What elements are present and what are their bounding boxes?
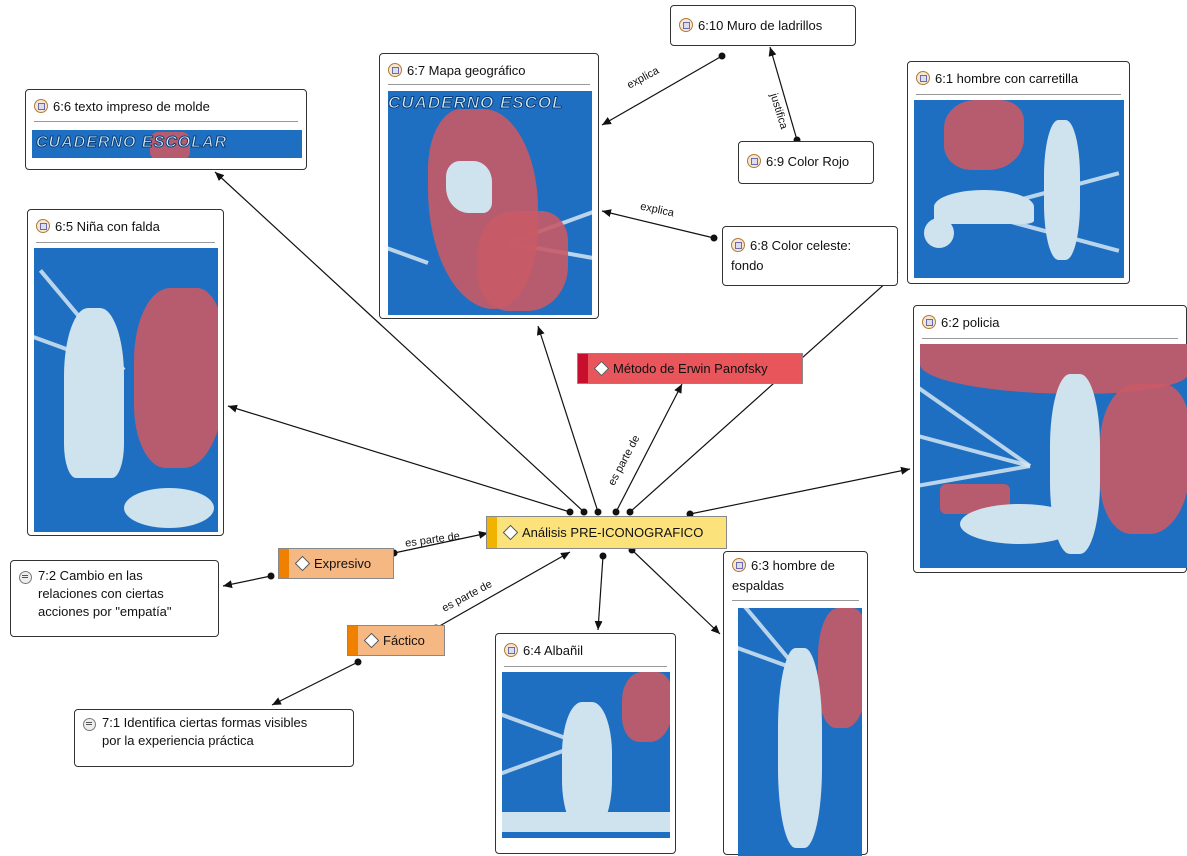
code-node-expresivo[interactable]: Expresivo — [278, 548, 394, 579]
quotation-node-texto-impreso[interactable]: 6:6 texto impreso de molde CUADERNO ESCO… — [25, 89, 307, 170]
quotation-node-policia[interactable]: 6:2 policia — [913, 305, 1187, 573]
node-image — [738, 608, 862, 856]
node-title: 6:4 Albañil — [523, 643, 583, 658]
node-image — [502, 672, 670, 838]
node-title: 6:7 Mapa geográfico — [407, 63, 526, 78]
node-image — [914, 100, 1124, 278]
node-title: 6:5 Niña con falda — [55, 219, 160, 234]
link-dot — [354, 658, 362, 666]
code-color-bar — [578, 354, 588, 383]
link-analisis-n62 — [689, 466, 911, 515]
code-label: Método de Erwin Panofsky — [613, 361, 768, 376]
code-node-factico[interactable]: Fáctico — [347, 625, 445, 656]
node-title: 6:8 Color celeste: fondo — [731, 238, 852, 273]
node-image — [34, 248, 218, 532]
image-quotation-icon — [504, 643, 518, 657]
link-n68-n67 — [601, 209, 715, 239]
code-label: Expresivo — [314, 556, 372, 571]
image-quotation-icon — [922, 315, 936, 329]
code-node-analisis-pre-iconografico[interactable]: Análisis PRE-ICONOGRAFICO — [486, 516, 727, 549]
image-print-text: CUADERNO ESCOL — [388, 93, 564, 113]
link-n610-n67 — [601, 55, 723, 126]
memo-node-cambio-relaciones[interactable]: 7:2 Cambio en las relaciones con ciertas… — [10, 560, 219, 637]
link-analisis-n66 — [214, 171, 585, 513]
link-analisis-n64 — [594, 555, 604, 631]
link-n69-n610 — [768, 46, 798, 141]
node-title: 6:1 hombre con carretilla — [935, 71, 1079, 86]
code-diamond-icon — [502, 524, 519, 541]
quotation-node-color-celeste[interactable]: 6:8 Color celeste: fondo — [722, 226, 898, 286]
image-quotation-icon — [916, 71, 930, 85]
memo-title: 7:2 Cambio en las relaciones con ciertas… — [38, 568, 172, 619]
code-color-bar — [487, 517, 497, 548]
image-print-text: CUADERNO ESCOLAR — [35, 134, 228, 152]
quotation-node-muro-ladrillos[interactable]: 6:10 Muro de ladrillos — [670, 5, 856, 46]
link-factico-analisis — [435, 551, 571, 629]
code-color-bar — [348, 626, 358, 655]
node-separator — [732, 600, 859, 601]
code-label: Análisis PRE-ICONOGRAFICO — [522, 525, 704, 540]
image-quotation-icon — [34, 99, 48, 113]
node-title: 6:9 Color Rojo — [766, 154, 850, 169]
link-analisis-n67 — [536, 325, 599, 513]
node-separator — [36, 242, 215, 243]
link-dot — [612, 508, 620, 516]
link-analisis-n65 — [227, 404, 571, 513]
link-expresivo-m72 — [222, 575, 272, 589]
link-dot — [686, 510, 694, 518]
node-image — [920, 344, 1187, 568]
quotation-node-hombre-carretilla[interactable]: 6:1 hombre con carretilla — [907, 61, 1130, 284]
link-analisis-n68 — [629, 271, 899, 513]
node-title: 6:6 texto impreso de molde — [53, 99, 210, 114]
node-separator — [34, 121, 298, 122]
quotation-node-color-rojo[interactable]: 6:9 Color Rojo — [738, 141, 874, 184]
node-separator — [388, 84, 590, 85]
node-title: 6:2 policia — [941, 315, 1000, 330]
quotation-node-albanil[interactable]: 6:4 Albañil — [495, 633, 676, 854]
image-quotation-icon — [679, 18, 693, 32]
link-dot — [599, 552, 607, 560]
node-separator — [916, 94, 1121, 95]
quotation-node-mapa-geografico[interactable]: 6:7 Mapa geográfico CUADERNO ESCOL — [379, 53, 599, 319]
image-quotation-icon — [747, 154, 761, 168]
code-node-metodo-panofsky[interactable]: Método de Erwin Panofsky — [577, 353, 803, 384]
link-dot — [710, 234, 718, 242]
node-image: CUADERNO ESCOL — [388, 91, 592, 315]
node-separator — [504, 666, 667, 667]
link-dot — [566, 508, 574, 516]
link-dot — [267, 572, 275, 580]
quotation-node-nina-falda[interactable]: 6:5 Niña con falda — [27, 209, 224, 536]
link-analisis-panofsky — [615, 383, 683, 513]
code-color-bar — [279, 549, 289, 578]
image-quotation-icon — [388, 63, 402, 77]
node-title: 6:3 hombre de espaldas — [732, 558, 835, 593]
memo-icon — [19, 571, 32, 584]
code-label: Fáctico — [383, 633, 425, 648]
code-diamond-icon — [294, 555, 311, 572]
link-dot — [626, 508, 634, 516]
node-image: CUADERNO ESCOLAR — [32, 130, 302, 158]
memo-node-identifica-formas[interactable]: 7:1 Identifica ciertas formas visibles p… — [74, 709, 354, 767]
link-dot — [718, 52, 726, 60]
link-dot — [580, 508, 588, 516]
code-diamond-icon — [593, 360, 610, 377]
link-factico-m71 — [271, 661, 359, 706]
quotation-node-hombre-espaldas[interactable]: 6:3 hombre de espaldas — [723, 551, 868, 856]
node-title: 6:10 Muro de ladrillos — [698, 18, 823, 33]
image-quotation-icon — [732, 558, 746, 572]
node-separator — [922, 338, 1178, 339]
memo-title: 7:1 Identifica ciertas formas visibles p… — [102, 715, 308, 748]
link-analisis-n63 — [631, 549, 721, 635]
code-diamond-icon — [363, 632, 380, 649]
memo-icon — [83, 718, 96, 731]
link-expresivo-analisis — [393, 530, 489, 554]
image-quotation-icon — [36, 219, 50, 233]
image-quotation-icon — [731, 238, 745, 252]
link-dot — [594, 508, 602, 516]
